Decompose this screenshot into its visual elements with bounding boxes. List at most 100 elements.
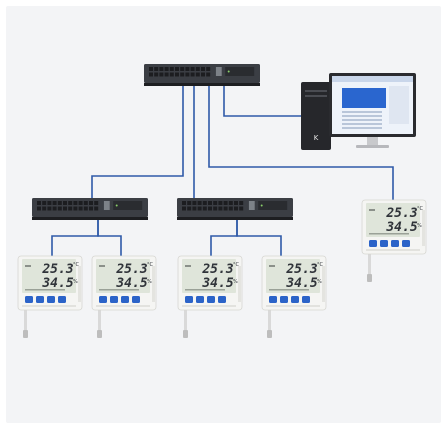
sensor-3: 25.3°C34.5% — [177, 255, 243, 338]
side-vents — [322, 266, 325, 302]
screen-banner — [342, 88, 386, 108]
sensor-button — [132, 296, 140, 303]
sensor-probe — [98, 310, 101, 338]
switch-panel — [258, 201, 288, 210]
sensor-button — [380, 240, 388, 247]
screen-line — [342, 115, 382, 117]
sensor-4: 25.3°C34.5% — [261, 255, 327, 338]
switch-port — [213, 206, 218, 211]
probe-tip — [367, 274, 372, 282]
switch-port — [164, 72, 169, 77]
temperature-unit: °C — [233, 262, 240, 268]
drive-bay — [305, 90, 327, 92]
switch-base — [144, 83, 260, 86]
switch-port — [94, 206, 99, 211]
sensor-button — [391, 240, 399, 247]
switch-port — [187, 206, 192, 211]
drive-bay — [305, 95, 327, 97]
housing-seam — [22, 305, 76, 307]
network-cable — [210, 220, 238, 256]
switch-port — [63, 201, 67, 205]
tower-badge: K — [314, 134, 319, 142]
switch-port — [149, 67, 153, 71]
switch-port — [197, 206, 202, 211]
switch-port — [78, 206, 83, 211]
lcd-display — [182, 259, 236, 293]
temperature-reading: 25.3 — [115, 262, 147, 277]
sensor-1: 25.3°C34.5% — [17, 255, 83, 338]
sensor-button — [47, 296, 55, 303]
screen-line — [342, 119, 382, 121]
housing-seam — [266, 305, 320, 307]
temperature-unit: °C — [73, 262, 80, 268]
pc-tower — [301, 82, 331, 150]
humidity-unit: % — [317, 279, 322, 285]
switch-port — [42, 201, 47, 205]
sensor-button — [58, 296, 66, 303]
switch-port — [201, 67, 205, 71]
switch-port — [37, 206, 41, 211]
temperature-reading: 25.3 — [385, 206, 417, 221]
screen-line — [342, 111, 382, 113]
humidity-unit: % — [233, 279, 238, 285]
switch-port — [73, 201, 78, 205]
housing-seam — [366, 249, 420, 251]
screen-line — [342, 123, 382, 125]
switch-port — [164, 67, 169, 71]
switch-port — [223, 206, 228, 211]
side-vents — [152, 266, 155, 302]
sensor-button — [121, 296, 129, 303]
probe-tip — [183, 330, 188, 338]
temperature-unit: °C — [147, 262, 154, 268]
switch-port — [52, 206, 57, 211]
core-network-switch — [144, 64, 260, 86]
switch-port — [159, 67, 164, 71]
switch-port — [154, 72, 159, 77]
switch-port — [228, 201, 233, 205]
humidity-unit: % — [417, 223, 422, 229]
network-cable — [223, 84, 306, 117]
switch-port — [213, 201, 218, 205]
network-cable — [51, 220, 99, 256]
temperature-unit: °C — [417, 206, 424, 212]
lcd-display — [366, 203, 420, 237]
switch-port — [239, 206, 244, 211]
lcd-status-bar — [185, 289, 225, 291]
switch-base — [177, 217, 293, 220]
cable-layer — [51, 84, 394, 256]
switch-port — [187, 201, 192, 205]
switch-port — [234, 201, 238, 205]
lcd-indicator — [185, 265, 191, 267]
switch-port — [42, 206, 47, 211]
switch-port — [208, 206, 212, 211]
uplink-port — [103, 201, 110, 210]
switch-port — [169, 72, 174, 77]
lcd-indicator — [269, 265, 275, 267]
switch-port — [154, 67, 159, 71]
switch-port — [192, 201, 197, 205]
switch-port — [202, 206, 207, 211]
humidity-reading: 34.5 — [285, 276, 317, 291]
switch-port — [197, 201, 202, 205]
status-led — [115, 204, 118, 207]
switch-port — [180, 72, 185, 77]
sensor-button — [207, 296, 215, 303]
sensor-button — [302, 296, 310, 303]
switch-port — [185, 67, 190, 71]
sensor-5: 25.3°C34.5% — [361, 199, 427, 282]
switch-port — [234, 206, 238, 211]
lcd-indicator — [369, 209, 375, 211]
network-cable — [208, 84, 394, 200]
sensor-button — [402, 240, 410, 247]
temperature-unit: °C — [317, 262, 324, 268]
sensor-button — [218, 296, 226, 303]
humidity-unit: % — [73, 279, 78, 285]
lcd-indicator — [25, 265, 31, 267]
device-layer: K25.3°C34.5%25.3°C34.5%25.3°C34.5%25.3°C… — [17, 64, 427, 338]
switch-port — [83, 206, 88, 211]
switch-port — [83, 201, 88, 205]
switch-port — [201, 72, 205, 77]
status-led — [260, 204, 263, 207]
